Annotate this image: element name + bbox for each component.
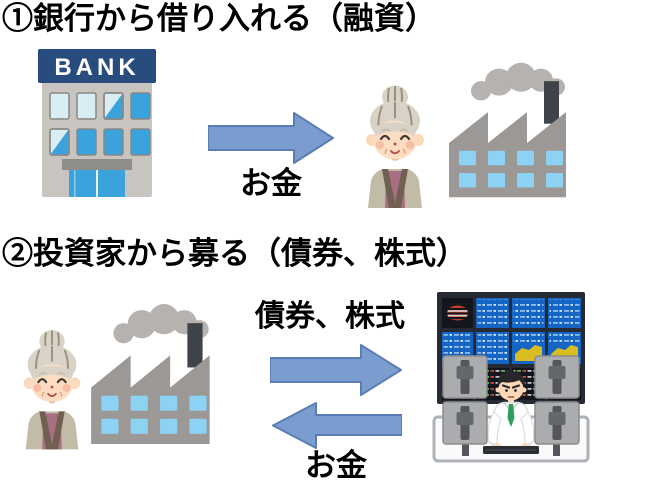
factory-illustration xyxy=(441,56,591,203)
factory-icon xyxy=(91,304,210,444)
bank-sign xyxy=(38,49,156,83)
section2-title: ②投資家から募る（債券、株式） xyxy=(2,236,467,271)
block-arrow-right-icon xyxy=(270,344,402,396)
section1-title: ①銀行から借り入れる（融資） xyxy=(2,1,436,36)
securities-label: 債券、株式 xyxy=(255,300,405,333)
factory-windows xyxy=(459,150,563,188)
bank-building-icon: BANK xyxy=(38,49,156,197)
block-arrow-right-icon xyxy=(208,112,334,164)
bank-windows xyxy=(49,92,151,156)
factory-windows xyxy=(101,395,207,434)
stock-trader-icon xyxy=(432,292,590,463)
arrow-shape xyxy=(270,344,402,396)
bank-sign-text: BANK xyxy=(54,54,139,81)
bank-entrance xyxy=(62,159,132,197)
trader-person xyxy=(483,371,539,454)
elderly-woman-illustration xyxy=(356,81,434,209)
elderly-woman-icon xyxy=(366,85,424,208)
factory-illustration xyxy=(83,297,235,450)
factory-chimney xyxy=(187,323,203,368)
monitor-backs xyxy=(442,355,580,456)
factory-chimney xyxy=(544,81,559,124)
arrow-shape xyxy=(272,402,402,449)
stock-trader-illustration xyxy=(431,290,591,464)
money-label-section1: お金 xyxy=(240,166,302,201)
green-tie xyxy=(507,404,515,427)
arrow-shape xyxy=(208,112,334,164)
factory-body xyxy=(449,112,566,198)
factory-smoke xyxy=(113,304,209,344)
elderly-woman-icon xyxy=(23,330,81,450)
block-arrow-left-icon xyxy=(272,402,402,449)
elderly-woman-illustration xyxy=(14,324,90,452)
factory-icon xyxy=(449,62,566,198)
money-label-section2: お金 xyxy=(305,448,367,483)
factory-body xyxy=(91,355,210,444)
bank-building-illustration: BANK xyxy=(36,47,158,200)
